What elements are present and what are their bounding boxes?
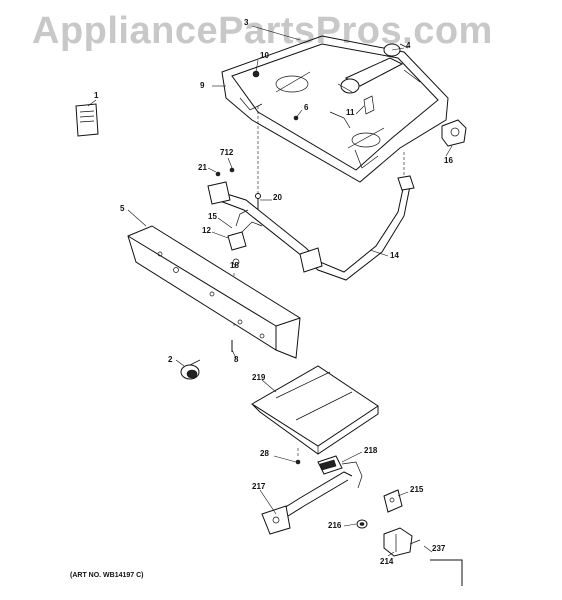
bracket-11: [363, 95, 375, 115]
callout-2: 2: [168, 355, 173, 364]
valve-16: [441, 119, 467, 147]
callout-28: 28: [260, 449, 269, 458]
callout-14: 14: [390, 251, 399, 260]
callout-9: 9: [200, 81, 205, 90]
callout-218: 218: [364, 446, 378, 455]
manifold-pipe: [207, 175, 415, 281]
callout-12: 12: [202, 226, 211, 235]
control-knob: [180, 359, 201, 380]
callout-216: 216: [328, 521, 342, 530]
callout-4: 4: [406, 41, 411, 50]
wrench-237: [430, 559, 463, 586]
screws: [215, 70, 299, 210]
callout-6: 6: [304, 103, 309, 112]
burner-box: [221, 35, 449, 183]
callout-18: 18: [230, 261, 239, 270]
callout-21: 21: [198, 163, 207, 172]
screw-28: [295, 459, 301, 465]
igniter: [317, 455, 363, 489]
literature-booklet: [75, 103, 99, 137]
callout-10: 10: [260, 51, 269, 60]
callout-215: 215: [410, 485, 424, 494]
callout-217: 217: [252, 482, 266, 491]
callout-16: 16: [444, 156, 453, 165]
orifice-holder: [383, 527, 421, 557]
valve-assembly: [337, 43, 409, 94]
art-number: (ART NO. WB14197 C): [70, 572, 144, 579]
callout-1: 1: [94, 91, 99, 100]
callout-214: 214: [380, 557, 394, 566]
callout-712: 712: [220, 148, 234, 157]
bracket-215: [383, 489, 403, 513]
burner-tube: [261, 471, 353, 535]
manifold-panel: [127, 225, 301, 359]
grommet: [356, 519, 368, 529]
callout-15: 15: [208, 212, 217, 221]
watermark: AppliancePartsPros.com: [32, 10, 493, 52]
leader-lines: [87, 25, 453, 557]
callout-237: 237: [432, 544, 446, 553]
callout-3: 3: [244, 18, 249, 27]
callout-5: 5: [120, 204, 125, 213]
callout-11: 11: [346, 108, 355, 117]
heat-shield: [251, 365, 379, 455]
callout-20: 20: [273, 193, 282, 202]
valve-switch: [227, 209, 263, 266]
callout-219: 219: [252, 373, 266, 382]
callout-8: 8: [234, 355, 239, 364]
